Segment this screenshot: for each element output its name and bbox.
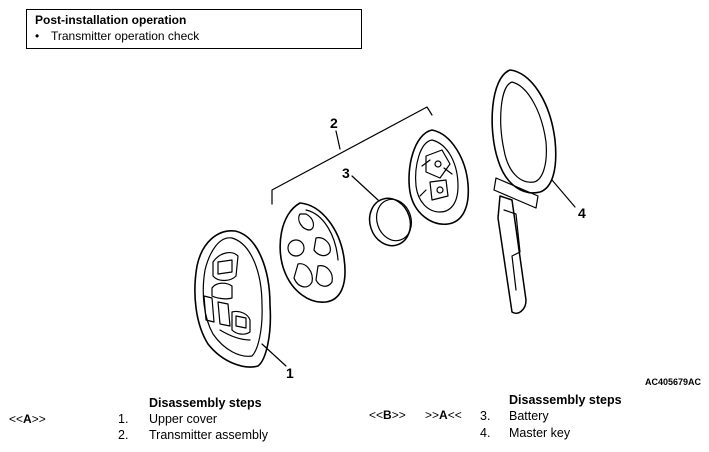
- step-label: Upper cover: [149, 412, 218, 426]
- figure-code: AC405679AC: [644, 377, 701, 387]
- left-steps-heading: Disassembly steps: [149, 396, 262, 410]
- callout-2: 2: [330, 115, 338, 131]
- leader-4: [551, 179, 576, 208]
- step-row: 4.: [480, 426, 491, 440]
- leader-1: [261, 343, 287, 367]
- note-item: •Transmitter operation check: [35, 29, 200, 43]
- group-bracket: [271, 106, 433, 205]
- callout-4: 4: [578, 205, 586, 221]
- leader-3: [351, 175, 379, 201]
- step-row: 2.: [118, 428, 129, 442]
- service-tag-a-install: >>A<<: [425, 408, 462, 422]
- service-tag-b: <<B>>: [369, 408, 406, 422]
- upper-cover-drawing: [194, 230, 272, 368]
- step-label: Battery: [509, 409, 549, 423]
- note-title: Post-installation operation: [35, 13, 187, 27]
- post-installation-note: Post-installation operation •Transmitter…: [26, 9, 362, 49]
- right-steps-heading: Disassembly steps: [509, 393, 622, 407]
- step-row: 1.: [118, 412, 129, 426]
- callout-3: 3: [342, 165, 350, 181]
- step-label: Transmitter assembly: [149, 428, 269, 442]
- transmitter-buttons-drawing: [279, 202, 346, 303]
- callout-1: 1: [286, 365, 294, 381]
- master-key-drawing: [491, 69, 557, 314]
- battery-drawing: [368, 197, 413, 247]
- step-row: 3.: [480, 409, 491, 423]
- step-label: Master key: [509, 426, 571, 440]
- bullet-icon: •: [35, 29, 40, 43]
- lower-case-drawing: [408, 129, 470, 225]
- service-tag-a: <<A>>: [9, 412, 46, 426]
